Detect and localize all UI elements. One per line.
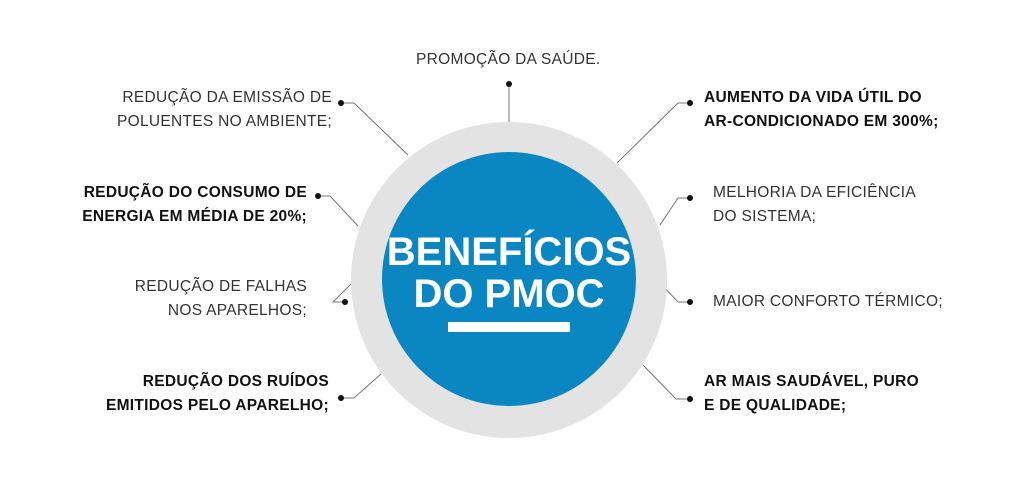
benefit-right-4: AR MAIS SAUDÁVEL, PURO E DE QUALIDADE; xyxy=(704,370,919,418)
benefit-left-1: REDUÇÃO DA EMISSÃO DE POLUENTES NO AMBIE… xyxy=(117,86,332,134)
dot-left-4 xyxy=(338,395,344,401)
center-title-line2: DO PMOC xyxy=(413,272,605,316)
benefit-line: REDUÇÃO DE FALHAS xyxy=(134,278,307,295)
benefit-line: REDUÇÃO DOS RUÍDOS xyxy=(142,373,329,390)
dot-right-3 xyxy=(687,299,693,305)
dot-left-3 xyxy=(342,299,348,305)
dot-right-2 xyxy=(687,195,693,201)
benefit-line: NOS APARELHOS; xyxy=(167,302,307,319)
center-title-line1: BENEFÍCIOS xyxy=(386,230,632,274)
connector-left-3 xyxy=(331,283,352,303)
benefit-line: MAIOR CONFORTO TÉRMICO; xyxy=(713,293,943,310)
dot-top xyxy=(506,81,512,87)
center-circle xyxy=(382,152,636,406)
benefit-line: REDUÇÃO DA EMISSÃO DE xyxy=(122,89,332,106)
benefit-line: REDUÇÃO DO CONSUMO DE xyxy=(83,184,307,201)
connector-left-2 xyxy=(318,195,359,227)
connector-right-1 xyxy=(616,102,690,164)
dot-right-1 xyxy=(687,100,693,106)
dot-left-1 xyxy=(338,100,344,106)
benefit-right-2: MELHORIA DA EFICIÊNCIA DO SISTEMA; xyxy=(713,181,916,229)
benefit-line: EMITIDOS PELO APARELHO; xyxy=(105,397,329,414)
connector-right-2 xyxy=(659,197,690,226)
dot-right-4 xyxy=(687,396,693,402)
benefit-left-3: REDUÇÃO DE FALHAS NOS APARELHOS; xyxy=(135,275,307,323)
benefit-line: AR MAIS SAUDÁVEL, PURO xyxy=(704,373,920,390)
benefit-line: POLUENTES NO AMBIENTE; xyxy=(116,113,332,130)
benefit-line: AUMENTO DA VIDA ÚTIL DO xyxy=(704,89,922,106)
benefit-right-3: MAIOR CONFORTO TÉRMICO; xyxy=(713,290,943,314)
benefit-line: DO SISTEMA; xyxy=(713,208,817,225)
benefit-line: ENERGIA EM MÉDIA DE 20%; xyxy=(82,208,307,225)
benefit-top: PROMOÇÃO DA SAÚDE. xyxy=(416,51,601,68)
benefit-line: E DE QUALIDADE; xyxy=(704,397,847,414)
benefit-left-4: REDUÇÃO DOS RUÍDOS EMITIDOS PELO APARELH… xyxy=(106,370,329,418)
benefit-line: MELHORIA DA EFICIÊNCIA xyxy=(713,184,916,201)
benefit-left-2: REDUÇÃO DO CONSUMO DE ENERGIA EM MÉDIA D… xyxy=(82,181,307,229)
title-underline xyxy=(448,322,570,332)
connector-left-4 xyxy=(341,373,382,399)
benefit-right-1: AUMENTO DA VIDA ÚTIL DO AR-CONDICIONADO … xyxy=(704,86,939,134)
benefit-line: AR-CONDICIONADO EM 300%; xyxy=(704,113,939,130)
connector-right-4 xyxy=(642,364,690,400)
dot-left-2 xyxy=(315,193,321,199)
connector-left-1 xyxy=(341,102,409,156)
